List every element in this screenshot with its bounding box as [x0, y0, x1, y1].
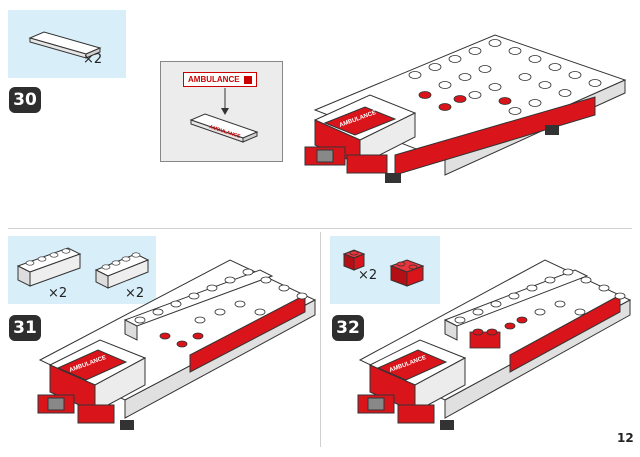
- step-number-31: 31: [9, 315, 41, 341]
- divider-vertical: [320, 232, 321, 447]
- brick-1x4-white-part: [16, 247, 82, 287]
- sticker-text: AMBULANCE: [188, 75, 240, 84]
- divider-horizontal: [8, 228, 632, 229]
- truck-model-step-31: AMBULANCE: [37, 259, 317, 430]
- parts-box-step-32: [330, 236, 440, 304]
- page-number: 12: [617, 431, 634, 445]
- step-number-30: 30: [9, 87, 41, 113]
- sticker-callout: AMBULANCE AMBULANCE: [160, 61, 283, 162]
- step-number-32: 32: [332, 315, 364, 341]
- tile-with-sticker: AMBULANCE: [189, 113, 259, 143]
- truck-model-step-32: AMBULANCE: [357, 259, 632, 430]
- truck-model-step-30: AMBULANCE: [304, 34, 627, 183]
- parts-box-step-30: [8, 10, 126, 78]
- arrow-down-icon: [221, 88, 229, 115]
- parts-box-step-31: [8, 236, 156, 304]
- brick-1x4-white-part: [94, 252, 150, 289]
- part-quantity: ×2: [125, 286, 145, 301]
- tile-1x4-white-part: [28, 31, 102, 59]
- brick-1x1-red-part: [342, 249, 366, 271]
- ambulance-sticker: AMBULANCE: [183, 72, 257, 87]
- part-quantity: ×2: [358, 268, 378, 283]
- part-quantity: ×2: [83, 52, 103, 67]
- part-quantity: ×2: [48, 286, 68, 301]
- brick-1x2-red-part: [389, 259, 425, 287]
- cross-icon: [243, 75, 252, 84]
